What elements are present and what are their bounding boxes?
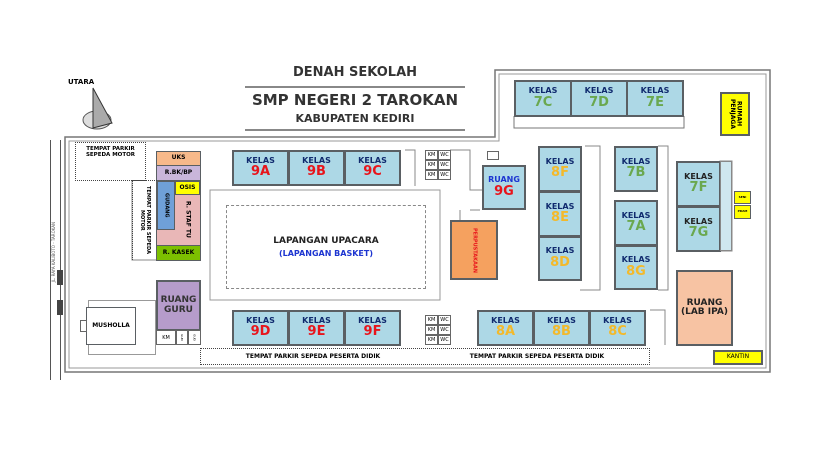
ruang-pram: PRAM: [734, 205, 751, 219]
mihrab: [80, 320, 87, 332]
gudang: GUDANG: [157, 181, 175, 230]
divider: [245, 129, 465, 131]
ruang-seni: SENI: [734, 191, 751, 204]
ruang-kasek: R. KASEK: [156, 245, 201, 261]
road-edge: [50, 140, 51, 380]
corridor: [720, 161, 732, 251]
parkir-motor-top: TEMPAT PARKIR SEPEDA MOTOR: [75, 142, 146, 181]
lapangan-upacara: LAPANGAN UPACARA (LAPANGAN BASKET): [226, 205, 426, 289]
gudang-small: GUD: [188, 330, 201, 345]
north-arrow-icon: [82, 87, 113, 130]
road-edge: [60, 140, 61, 380]
compass-label: UTARA: [68, 78, 95, 86]
gate: [57, 300, 63, 315]
ruang-bk-bp: R.BK/BP: [156, 165, 201, 181]
basket-label: (LAPANGAN BASKET): [278, 249, 374, 258]
uks: UKS: [156, 151, 201, 166]
musholla: MUSHOLLA: [86, 307, 136, 345]
perpustakaan: PERPUSTAKAAN: [450, 220, 498, 280]
region-name: KABUPATEN KEDIRI: [295, 112, 415, 125]
map-title: DENAH SEKOLAH: [292, 65, 418, 80]
school-name: SMP NEGERI 2 TAROKAN: [251, 91, 459, 109]
divider: [245, 86, 465, 88]
parkir-motor-side: TEMPAT PARKIR SEPEDA MOTOR: [132, 180, 157, 260]
gate: [57, 270, 63, 285]
kantin: KANTIN: [713, 350, 763, 365]
lab-ipa: RUANG(LAB IPA): [676, 270, 733, 346]
small-room: [487, 151, 499, 160]
rumah-penjaga: RUMAH PENJAGA: [720, 92, 750, 136]
osis: OSIS: [175, 181, 200, 195]
km: KM: [156, 330, 176, 345]
gudang-small: GUD: [176, 330, 188, 345]
lapangan-label: LAPANGAN UPACARA: [273, 236, 379, 246]
